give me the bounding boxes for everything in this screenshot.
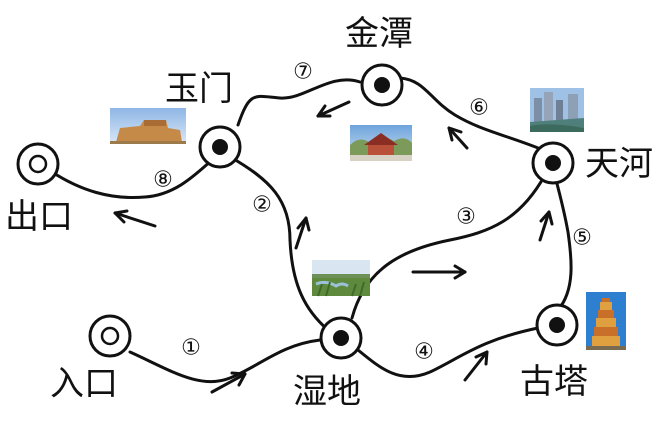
arrow-route-1 xyxy=(210,371,247,394)
label-tianhe: 天河 xyxy=(585,144,653,184)
route-5-path xyxy=(554,178,573,312)
landscape-photo-icon xyxy=(530,88,584,132)
node-chukou xyxy=(16,142,60,186)
route-number-4: ④ xyxy=(414,340,434,365)
landscape-photo-icon xyxy=(586,292,626,350)
route-number-1: ① xyxy=(181,336,201,361)
route-3-path xyxy=(350,173,547,320)
node-guta xyxy=(535,303,579,347)
arrow-route-7 xyxy=(316,100,351,118)
route-6-path xyxy=(398,76,540,150)
arrow-route-4 xyxy=(463,350,489,382)
landscape-photo-icon xyxy=(312,260,370,297)
label-jintan: 金潭 xyxy=(345,14,413,54)
landscape-photo-icon xyxy=(350,125,412,161)
route-number-5: ⑤ xyxy=(572,226,592,251)
arrow-route-3 xyxy=(411,264,467,280)
route-number-6: ⑥ xyxy=(469,96,489,121)
arrow-route-2 xyxy=(294,216,311,250)
label-chukou: 出口 xyxy=(5,197,73,237)
label-yumen: 玉门 xyxy=(165,69,233,109)
arrow-route-8 xyxy=(113,209,157,228)
label-rukou: 入口 xyxy=(50,364,118,404)
route-number-8: ⑧ xyxy=(153,168,173,193)
route-number-3: ③ xyxy=(456,205,476,230)
arrow-route-6 xyxy=(447,126,469,150)
route-1-path xyxy=(128,338,322,384)
route-number-7: ⑦ xyxy=(293,60,313,85)
landscape-photo-icon xyxy=(110,108,186,144)
route-2-path xyxy=(230,156,330,332)
route-7-path xyxy=(236,78,362,127)
node-jintan xyxy=(360,63,404,107)
node-shidi xyxy=(319,316,363,360)
node-yumen xyxy=(198,125,242,169)
route-number-2: ② xyxy=(252,193,272,218)
route-8-path xyxy=(50,158,214,199)
node-tianhe xyxy=(531,141,575,185)
label-shidi: 湿地 xyxy=(293,372,361,412)
label-guta: 古塔 xyxy=(520,362,588,402)
route-4-path xyxy=(356,326,540,378)
arrow-route-5 xyxy=(538,210,554,242)
node-rukou xyxy=(88,314,132,358)
